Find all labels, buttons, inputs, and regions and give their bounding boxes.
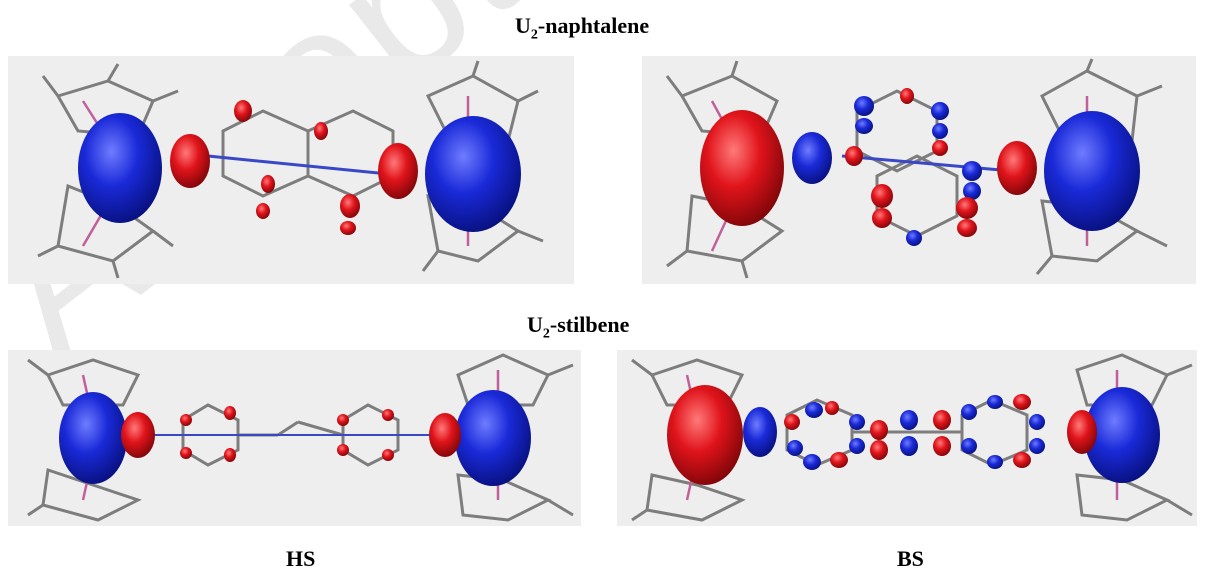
- naphtalene-hs-image: [8, 56, 574, 284]
- section-title-naphtalene: U2-naphtalene: [515, 13, 650, 43]
- naphtalene-bs-image: [642, 56, 1196, 284]
- stilbene-bs-image: [617, 350, 1197, 526]
- column-label-bs: BS: [897, 546, 924, 571]
- column-label-hs: HS: [286, 546, 316, 571]
- stilbene-hs-image: [8, 350, 581, 526]
- section-title-stilbene: U2-stilbene: [527, 312, 630, 342]
